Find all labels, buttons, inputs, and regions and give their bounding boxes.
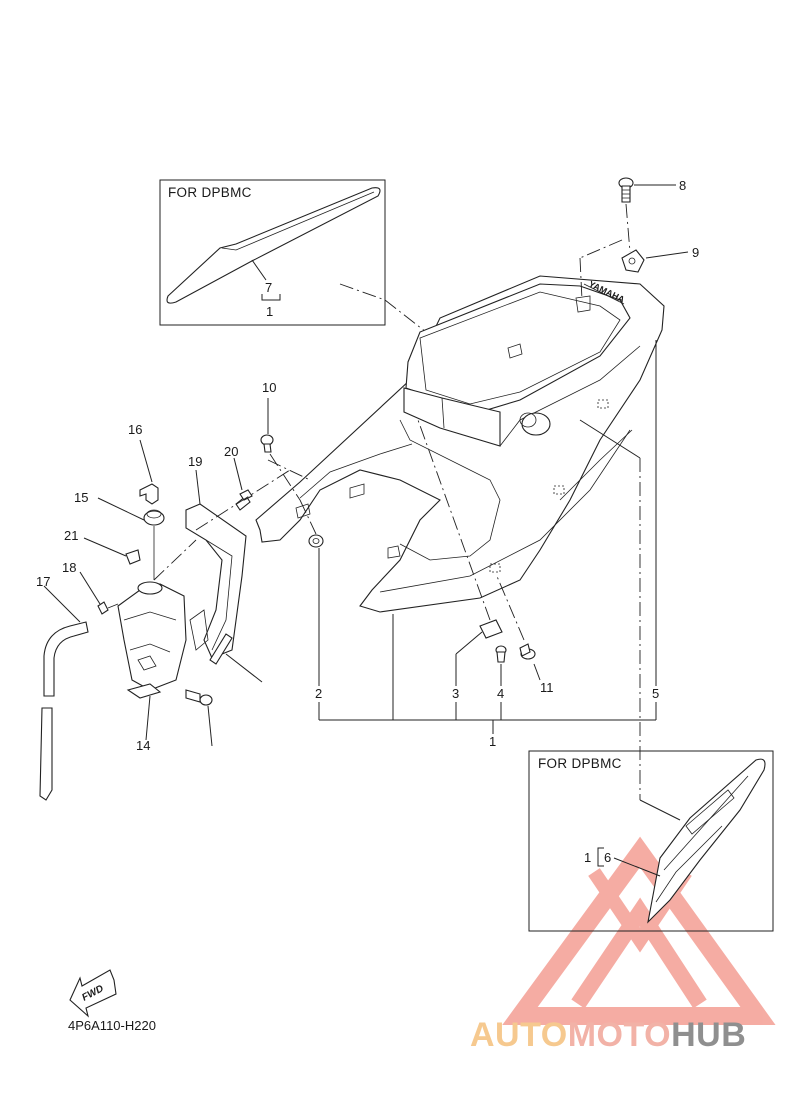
callout-2: 2	[315, 686, 322, 701]
screw-11	[519, 643, 536, 660]
callout-13: 15	[74, 490, 88, 505]
callout-18: 20	[224, 444, 238, 459]
inset-top-group: 1	[266, 304, 273, 319]
nut-9	[579, 239, 689, 301]
wordmark-hub: HUB	[671, 1016, 747, 1054]
callout-17: 19	[188, 454, 202, 469]
callout-19: 21	[64, 528, 78, 543]
tail-cowl: YAMAHA	[255, 275, 665, 613]
inset-top: FOR DPBMC 7 1	[159, 179, 427, 333]
callout-8: 8	[679, 178, 686, 193]
callout-10: 10	[262, 380, 276, 395]
callout-12: 14	[136, 738, 150, 753]
callout-15: 17	[36, 574, 50, 589]
watermark-logo	[502, 836, 776, 1025]
side-cover-part	[647, 758, 766, 924]
inset-bottom-ref: 6	[604, 850, 611, 865]
callout-1: 1	[489, 734, 496, 749]
watermark-wordmark: AUTOMOTOHUB	[470, 1016, 746, 1055]
wordmark-auto: AUTO	[470, 1016, 568, 1054]
clip-3	[479, 619, 503, 639]
fwd-arrow-icon: FWD	[69, 969, 117, 1018]
figure-code: 4P6A110-H220	[68, 1018, 156, 1033]
rivet-4	[495, 645, 507, 663]
inset-bottom-frame	[528, 750, 774, 932]
inset-top-ref: 7	[265, 280, 272, 295]
callout-3: 3	[452, 686, 459, 701]
inset-bottom-label: FOR DPBMC	[538, 756, 622, 771]
reservoir-assembly	[39, 439, 291, 801]
callout-4: 4	[497, 686, 504, 701]
clip-10	[260, 398, 301, 501]
inset-top-frame	[159, 179, 386, 326]
inset-top-label: FOR DPBMC	[168, 185, 252, 200]
inset-bottom: FOR DPBMC 1 6	[528, 750, 774, 932]
callout-11: 11	[540, 680, 554, 695]
callout-9: 9	[692, 245, 699, 260]
callout-5: 5	[652, 686, 659, 701]
wordmark-moto: MOTO	[567, 1016, 672, 1054]
callout-14: 16	[128, 422, 142, 437]
callout-16: 18	[62, 560, 76, 575]
callout-lines	[318, 340, 681, 821]
bolt-8	[618, 177, 676, 253]
seat-strip-part	[166, 187, 381, 304]
inset-bottom-group: 1	[584, 850, 591, 865]
